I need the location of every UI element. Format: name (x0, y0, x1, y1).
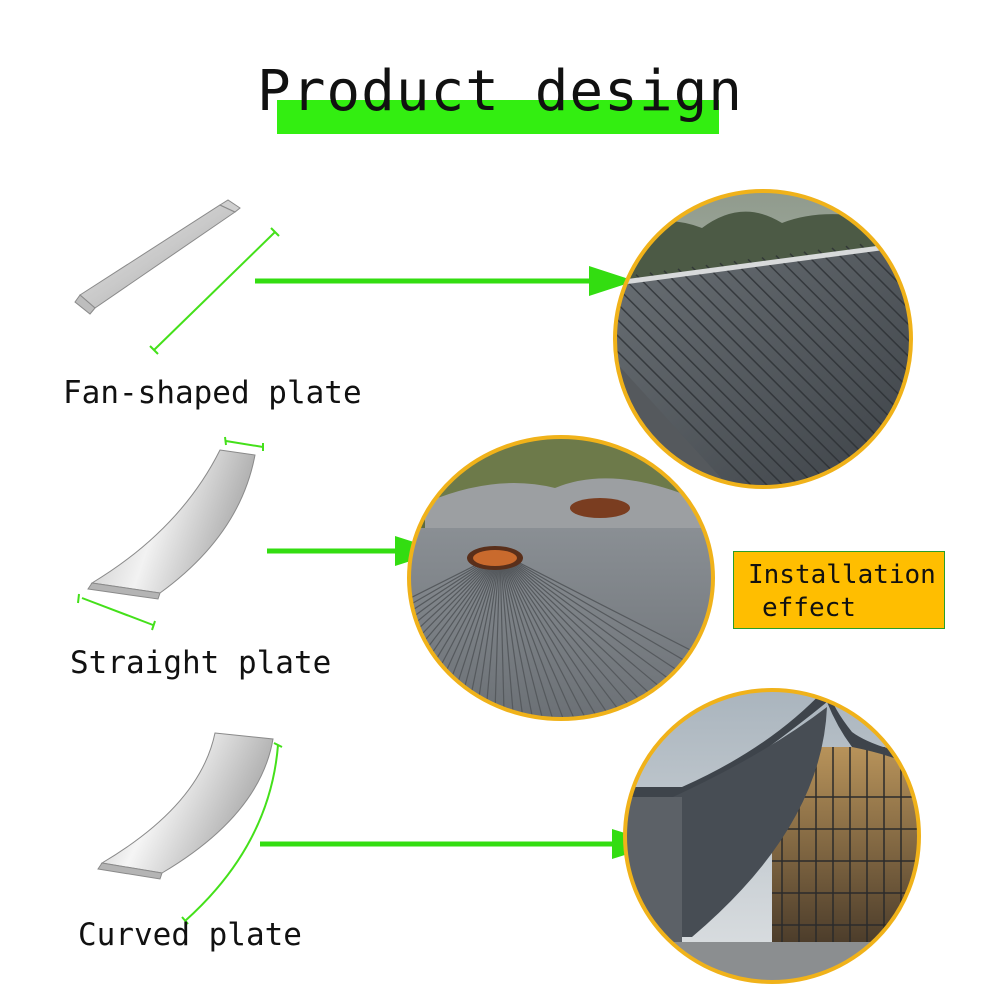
roof-seam (409, 552, 501, 719)
installation-photo-curved-roof (623, 688, 921, 984)
plate-label-curved: Curved plate (78, 917, 302, 953)
roof-seam (649, 272, 910, 486)
roof-seam (441, 552, 501, 719)
plate-label-fan-shaped: Fan-shaped plate (63, 375, 362, 411)
roof-seam (409, 552, 501, 719)
callout-line-2: effect (762, 593, 856, 623)
roof-seam (499, 552, 644, 719)
roof-seam (499, 552, 713, 719)
curve-length-dimension (184, 744, 279, 922)
roof-seam (409, 552, 501, 719)
fan-shaped-plate-illustration (74, 199, 280, 355)
roof-seam (616, 285, 813, 486)
roof-seam (817, 249, 910, 486)
roof-seam (499, 552, 713, 719)
roof-seam (499, 552, 685, 719)
roof-seam (499, 552, 713, 719)
roof-seam (409, 552, 501, 719)
arrow-to-photo-3 (260, 829, 660, 859)
roof-seam (616, 279, 855, 486)
roof-seam (499, 552, 601, 719)
roof-seam (499, 552, 713, 719)
roof-seam (409, 552, 501, 719)
roof-seam (789, 253, 910, 486)
roof-seam (499, 552, 556, 719)
straight-plate-illustration (77, 436, 264, 631)
installation-effect-callout: Installation effect (733, 551, 945, 629)
roof-seam (499, 552, 534, 719)
roof-seam (409, 552, 501, 719)
roof-seam (845, 245, 910, 486)
roof-seam (409, 552, 501, 719)
roof-seam (621, 275, 883, 486)
installation-photo-fan-roof (407, 435, 715, 721)
roof-seam (499, 552, 713, 719)
roof-seam (409, 552, 501, 719)
roof-seam (499, 552, 713, 719)
roof-seam (616, 281, 841, 486)
roof-seam (733, 260, 910, 486)
roof-seam (499, 552, 622, 719)
plate-label-straight: Straight plate (70, 645, 332, 681)
roof-seam (803, 251, 910, 486)
arrow-to-photo-1 (255, 266, 635, 296)
roof-seam (464, 552, 501, 719)
dimension-line (153, 231, 276, 351)
roof-seam (499, 552, 705, 719)
roof-seam (419, 552, 501, 719)
roof-seam (499, 552, 511, 719)
bottom-width-dimension (81, 597, 154, 626)
roof-seam (761, 256, 910, 486)
page-title: Product design (256, 59, 743, 124)
roof-seam (499, 552, 665, 719)
roof-seam (635, 274, 897, 486)
roof-seam (499, 552, 579, 719)
roof-seam (409, 552, 501, 719)
roof-seam (747, 258, 910, 486)
roof-seam (409, 552, 501, 719)
callout-line-1: Installation (748, 560, 936, 590)
roof-seam (409, 552, 501, 719)
roof-seam (705, 264, 910, 486)
curved-plate-illustration (97, 732, 283, 925)
top-width-dimension (225, 440, 264, 448)
roof-seam (616, 283, 827, 486)
roof-seam (486, 552, 501, 719)
roof-seam (409, 552, 501, 719)
title-highlight-bar (277, 100, 719, 134)
roof-seam (409, 552, 501, 719)
roof-seam (663, 270, 910, 486)
roof-seam (831, 247, 910, 486)
roof-seam (409, 552, 501, 719)
roof-seam (499, 552, 713, 719)
roof-seam (409, 552, 501, 719)
roof-seam (719, 262, 910, 486)
roof-seam (616, 277, 869, 486)
installation-photo-straight-roof (613, 189, 913, 489)
roof-seam (409, 552, 501, 719)
